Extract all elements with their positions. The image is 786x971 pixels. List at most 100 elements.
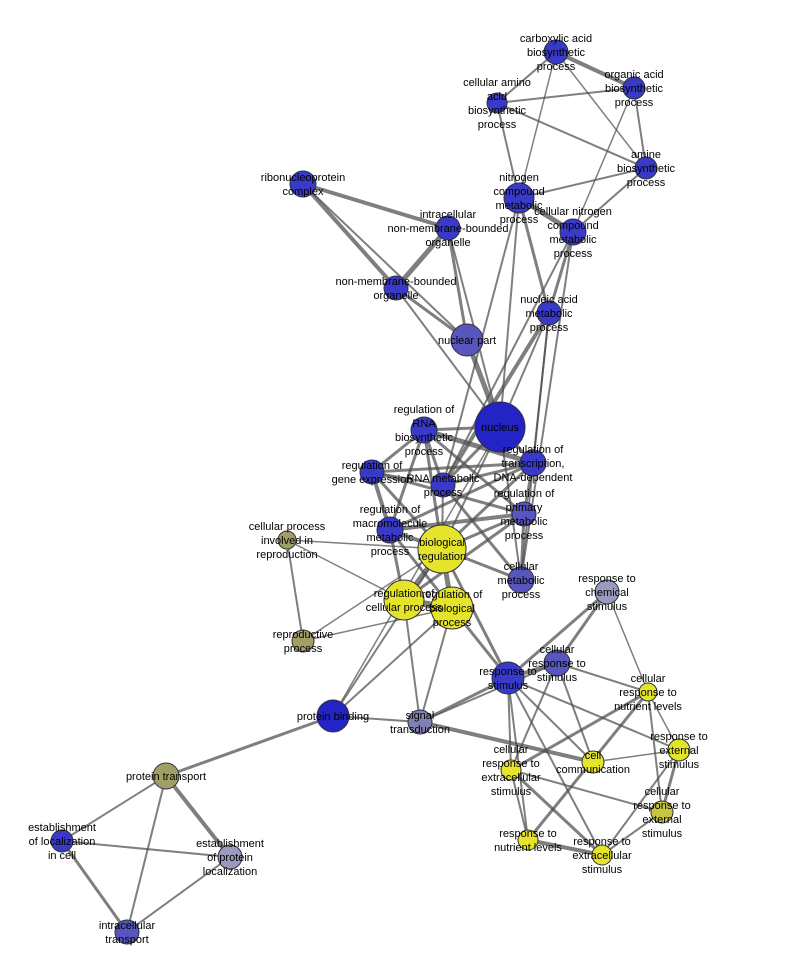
node-label-nucacid: nucleic acid: [520, 294, 577, 306]
edge-respstim--respext: [507, 677, 680, 751]
node-cres[interactable]: [500, 759, 522, 781]
node-label-sigtrans: signal: [406, 710, 435, 722]
node-label-regmacro: macromolecule: [353, 518, 428, 530]
node-label-cellmet: process: [502, 589, 541, 601]
node-label-nmb: non-membrane-bounded: [335, 276, 456, 288]
node-label-respchem: response to: [578, 573, 635, 585]
node-regmacro[interactable]: [376, 516, 404, 544]
node-cellresp[interactable]: [543, 649, 571, 677]
node-respes[interactable]: [591, 844, 613, 866]
edge-elic--intratrans: [60, 839, 129, 934]
node-regprim[interactable]: [511, 501, 537, 527]
node-cellnitro[interactable]: [559, 218, 587, 246]
node-label-respnl: response to: [499, 828, 556, 840]
node-label-crexs: external: [642, 814, 681, 826]
node-ribo[interactable]: [289, 170, 317, 198]
edge-cellresp--cres: [510, 662, 558, 771]
node-label-respext: stimulus: [659, 759, 700, 771]
node-cellcomm[interactable]: [581, 750, 605, 774]
node-label-nitrogen: nitrogen: [499, 172, 539, 184]
node-label-cellcomm: communication: [556, 764, 630, 776]
node-amine[interactable]: [634, 156, 658, 180]
edge-crnl--crexs: [647, 691, 663, 813]
node-label-protbind: protein binding: [297, 711, 369, 723]
node-respstim[interactable]: [491, 661, 525, 695]
edge-regbiol--repro: [302, 607, 453, 642]
edge-elic--epl: [61, 840, 231, 858]
edge-prottrans--elic: [61, 775, 167, 842]
node-nmb[interactable]: [383, 275, 409, 301]
node-regrna[interactable]: [410, 416, 438, 444]
node-protbind[interactable]: [316, 699, 350, 733]
node-label-regrna: process: [405, 446, 444, 458]
edge-cellresp--crnl: [556, 662, 649, 693]
label-layer: carboxylic acidbiosyntheticprocessorgani…: [28, 33, 708, 946]
node-crnl[interactable]: [638, 682, 658, 702]
node-elic[interactable]: [50, 829, 74, 853]
node-nucleus[interactable]: [474, 401, 526, 453]
node-regcell[interactable]: [383, 579, 425, 621]
node-label-repro: process: [284, 643, 323, 655]
node-organic[interactable]: [622, 76, 646, 100]
node-label-crnl: cellular: [631, 673, 666, 685]
node-label-regrna: regulation of: [394, 404, 455, 416]
node-repro[interactable]: [291, 629, 315, 653]
edge-cellnitro--nucacid: [547, 230, 575, 315]
node-cellmet[interactable]: [507, 566, 535, 594]
edge-prottrans--epl: [164, 774, 232, 859]
node-label-cpir: cellular process: [249, 521, 326, 533]
node-intranmb[interactable]: [435, 215, 461, 241]
node-regbiol[interactable]: [430, 586, 474, 630]
node-amino[interactable]: [486, 92, 508, 114]
node-respchem[interactable]: [594, 579, 620, 605]
node-label-sigtrans: transduction: [390, 724, 450, 736]
node-label-regrna: RNA: [412, 418, 436, 430]
edge-cellcomm--sigtrans: [418, 720, 595, 764]
node-label-respchem: stimulus: [587, 601, 628, 613]
node-label-respes: response to: [573, 836, 630, 848]
edge-respstim--respes: [507, 677, 603, 856]
node-nucacid[interactable]: [536, 300, 562, 326]
edge-organic--amine: [633, 87, 647, 169]
node-respext[interactable]: [667, 738, 691, 762]
node-label-cellresp: stimulus: [537, 672, 578, 684]
node-crexs[interactable]: [650, 800, 674, 824]
edge-layer: [60, 50, 681, 934]
node-label-biolreg: biological: [419, 537, 465, 549]
node-carbox[interactable]: [543, 39, 569, 65]
node-rnamet[interactable]: [430, 472, 456, 498]
node-label-prottrans: protein transport: [126, 771, 206, 783]
node-reggene[interactable]: [359, 459, 385, 485]
node-label-regprim: process: [505, 530, 544, 542]
node-label-crexs: cellular: [645, 786, 680, 798]
node-intratrans[interactable]: [114, 919, 140, 945]
edge-cres--respnl: [510, 769, 529, 841]
node-label-regtrans: regulation of: [503, 444, 564, 456]
edge-protbind--prottrans: [164, 714, 335, 778]
node-label-respext: response to: [650, 731, 707, 743]
node-label-amine: process: [627, 177, 666, 189]
edge-respstim--respnl: [507, 677, 529, 841]
node-cpir[interactable]: [277, 530, 297, 550]
edge-amine--cellnitro: [572, 167, 647, 233]
node-sigtrans[interactable]: [407, 709, 433, 735]
node-regtrans[interactable]: [519, 449, 547, 477]
edge-respchem--respstim: [506, 590, 609, 680]
node-label-regtrans: transcription,: [502, 458, 565, 470]
node-nitrogen[interactable]: [503, 182, 535, 214]
node-nucpart[interactable]: [450, 323, 484, 357]
node-label-cres: cellular: [494, 744, 529, 756]
node-epl[interactable]: [217, 844, 243, 870]
node-label-nitrogen: metabolic: [495, 200, 543, 212]
node-respnl[interactable]: [517, 829, 539, 851]
node-biolreg[interactable]: [417, 524, 467, 574]
edge-regtrans--reggene: [370, 461, 535, 474]
edge-regrna--regmacro: [388, 428, 426, 532]
node-label-reggene: gene expression: [332, 474, 413, 486]
edge-organic--cellnitro: [572, 87, 635, 233]
node-label-elic: establishment: [28, 822, 96, 834]
node-label-respes: extracellular: [572, 850, 632, 862]
node-prottrans[interactable]: [152, 762, 180, 790]
node-label-cellresp: response to: [528, 658, 585, 670]
